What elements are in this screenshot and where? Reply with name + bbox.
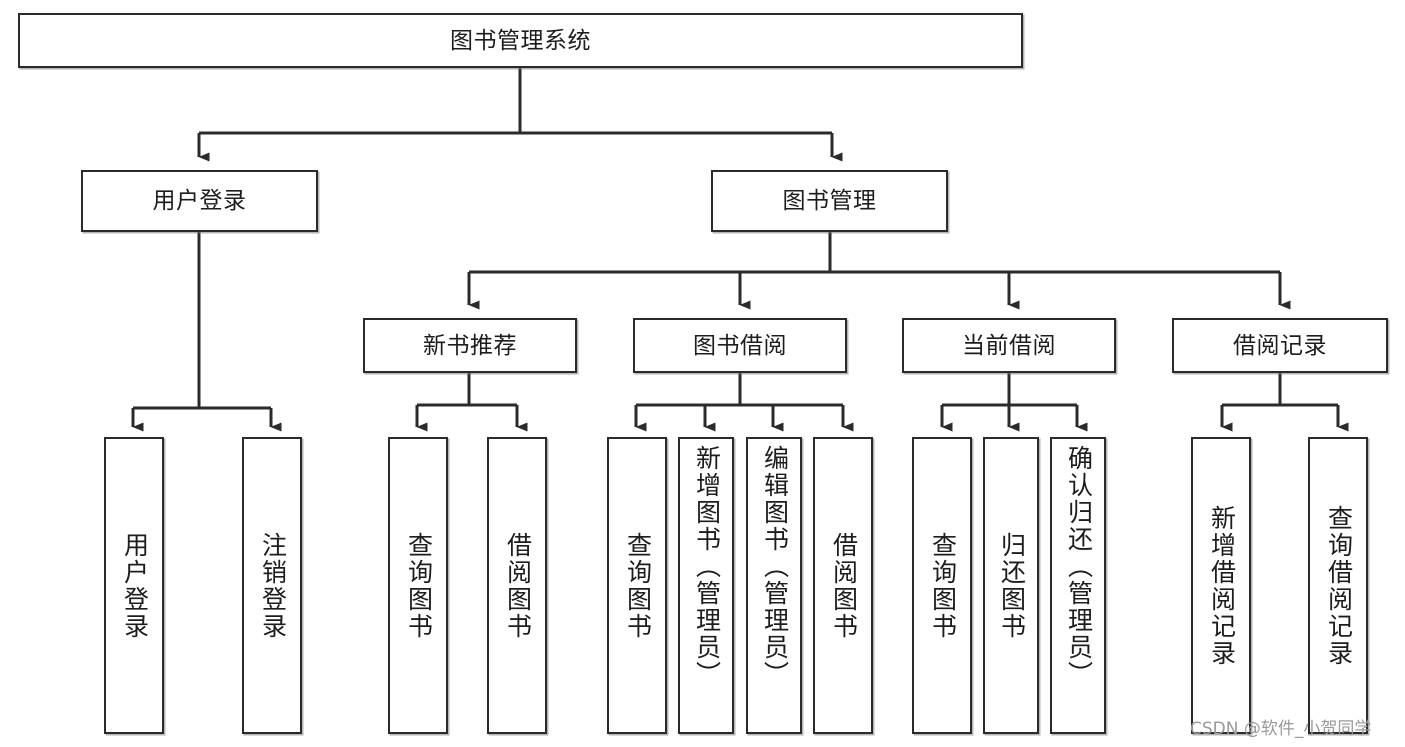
node-new-book-recommend-label: 新书推荐: [423, 331, 517, 358]
leaf-logout-login-label: 注销登录: [258, 531, 287, 640]
leaf-return-book-label: 归还图书: [997, 531, 1026, 640]
leaf-add-book[interactable]: 新增图书（管理员）: [678, 437, 734, 734]
leaf-user-login-label: 用户登录: [120, 531, 149, 640]
leaf-query-book-3-label: 查询图书: [928, 531, 957, 640]
node-current-borrow-label: 当前借阅: [962, 331, 1056, 358]
node-borrow-record-label: 借阅记录: [1233, 331, 1327, 358]
leaf-query-record-label: 查询借阅记录: [1324, 504, 1353, 667]
node-book-management-label: 图书管理: [782, 187, 877, 214]
node-current-borrow[interactable]: 当前借阅: [902, 318, 1116, 373]
leaf-return-book[interactable]: 归还图书: [983, 437, 1039, 734]
leaf-query-book-1-label: 查询图书: [404, 531, 433, 640]
node-book-borrow-label: 图书借阅: [693, 331, 787, 358]
leaf-query-book-3[interactable]: 查询图书: [912, 437, 972, 734]
node-book-management[interactable]: 图书管理: [711, 170, 948, 232]
leaf-user-login[interactable]: 用户登录: [104, 437, 164, 734]
leaf-logout-login[interactable]: 注销登录: [242, 437, 302, 734]
leaf-borrow-book-2[interactable]: 借阅图书: [813, 437, 873, 734]
leaf-borrow-book-1-label: 借阅图书: [503, 531, 532, 640]
leaf-query-book-2[interactable]: 查询图书: [607, 437, 667, 734]
leaf-query-book-1[interactable]: 查询图书: [388, 437, 448, 734]
leaf-query-record[interactable]: 查询借阅记录: [1308, 437, 1368, 734]
leaf-add-record[interactable]: 新增借阅记录: [1191, 437, 1251, 734]
watermark: CSDN @软件_小贺同学: [1190, 719, 1372, 739]
node-book-borrow[interactable]: 图书借阅: [633, 318, 847, 373]
node-new-book-recommend[interactable]: 新书推荐: [363, 318, 577, 373]
leaf-confirm-return-label: 确认归还（管理员）: [1064, 445, 1093, 688]
leaf-edit-book-label: 编辑图书（管理员）: [760, 445, 789, 688]
leaf-query-book-2-label: 查询图书: [623, 531, 652, 640]
leaf-edit-book[interactable]: 编辑图书（管理员）: [746, 437, 802, 734]
node-root[interactable]: 图书管理系统: [18, 13, 1023, 68]
leaf-add-book-label: 新增图书（管理员）: [692, 445, 721, 688]
node-user-login-label: 用户登录: [152, 187, 247, 214]
leaf-borrow-book-2-label: 借阅图书: [829, 531, 858, 640]
leaf-confirm-return[interactable]: 确认归还（管理员）: [1050, 437, 1106, 734]
node-borrow-record[interactable]: 借阅记录: [1172, 318, 1388, 373]
node-user-login[interactable]: 用户登录: [81, 170, 318, 232]
leaf-add-record-label: 新增借阅记录: [1207, 504, 1236, 667]
leaf-borrow-book-1[interactable]: 借阅图书: [487, 437, 547, 734]
node-root-label: 图书管理系统: [450, 26, 591, 53]
